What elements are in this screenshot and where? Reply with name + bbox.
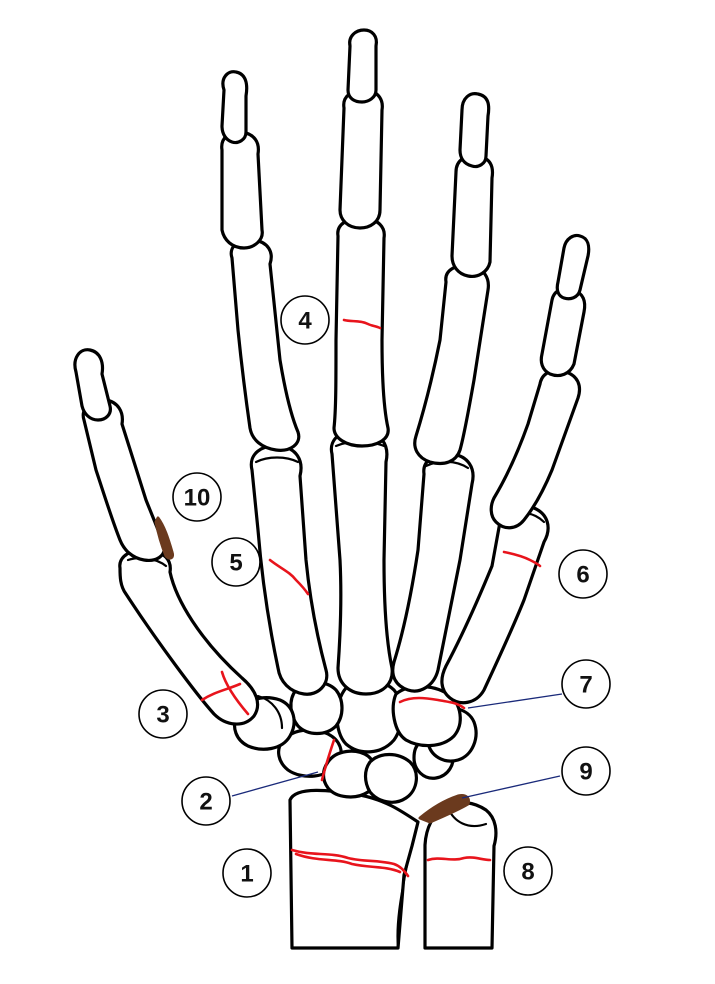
fracture-index-metacarpal [268,558,310,596]
marker-10-label: 10 [184,485,211,512]
marker-5-label: 5 [229,550,242,577]
index-metacarpal-bone [249,444,329,696]
fracture-distal-radius-2 [294,852,402,874]
ring-middle-phalanx [450,154,495,278]
little-middle-phalanx [539,286,587,378]
marker-2[interactable]: 2 [181,776,231,826]
fracture-middle-phalanx [342,318,382,330]
trapezium-facet [256,694,284,730]
marker-8-label: 8 [521,859,534,886]
thumb-proximal-phalanx [81,398,166,562]
index-middle-phalanx [220,130,264,250]
fracture-bennett [200,670,250,716]
index-metacarpal-head [254,456,300,464]
leader-lines [231,693,563,799]
leader-marker-7 [467,693,563,709]
marker-9[interactable]: 9 [561,746,611,796]
lunate-bone [321,749,378,799]
number-markers: 1 2 3 4 5 6 7 8 [138,295,611,898]
marker-4[interactable]: 4 [280,295,330,345]
forearm [288,788,498,950]
middle-distal-phalanx [346,28,378,104]
metacarpals [118,428,550,726]
middle-proximal-phalanx [332,216,390,448]
fracture-ulna [426,856,492,862]
fracture-lines [154,318,542,878]
marker-6[interactable]: 6 [558,549,608,599]
marker-10[interactable]: 10 [172,472,222,522]
marker-7[interactable]: 7 [561,659,611,709]
marker-1-label: 1 [240,861,253,888]
marker-7-label: 7 [579,672,592,699]
phalanges [73,28,591,562]
fracture-hamate [398,696,466,710]
marker-4-label: 4 [298,308,312,335]
avulsion-thumb-base [154,516,174,560]
marker-3-label: 3 [156,702,169,729]
little-proximal-phalanx [489,368,582,530]
middle-middle-phalanx [338,88,384,230]
triquetrum-bone [363,752,418,804]
fracture-boxer [502,550,542,568]
marker-3[interactable]: 3 [138,689,188,739]
marker-1[interactable]: 1 [222,848,272,898]
carpal-bones [232,679,478,804]
leader-marker-2 [231,771,319,797]
marker-9-label: 9 [579,759,592,786]
little-distal-phalanx [555,233,591,301]
marker-5[interactable]: 5 [211,537,261,587]
ring-proximal-phalanx [413,264,490,466]
marker-8[interactable]: 8 [503,846,553,896]
little-metacarpal-bone [440,504,550,705]
fracture-distal-radius [290,848,410,878]
marker-2-label: 2 [199,789,212,816]
ring-distal-phalanx [458,92,491,169]
leader-marker-9 [461,775,561,799]
fracture-scaphoid [320,738,336,782]
middle-metacarpal-bone [329,428,394,696]
avulsion-ulnar-styloid [418,794,470,824]
thumb-distal-phalanx [73,348,112,422]
index-distal-phalanx [220,70,249,145]
index-proximal-phalanx [229,238,301,452]
marker-6-label: 6 [576,562,589,589]
